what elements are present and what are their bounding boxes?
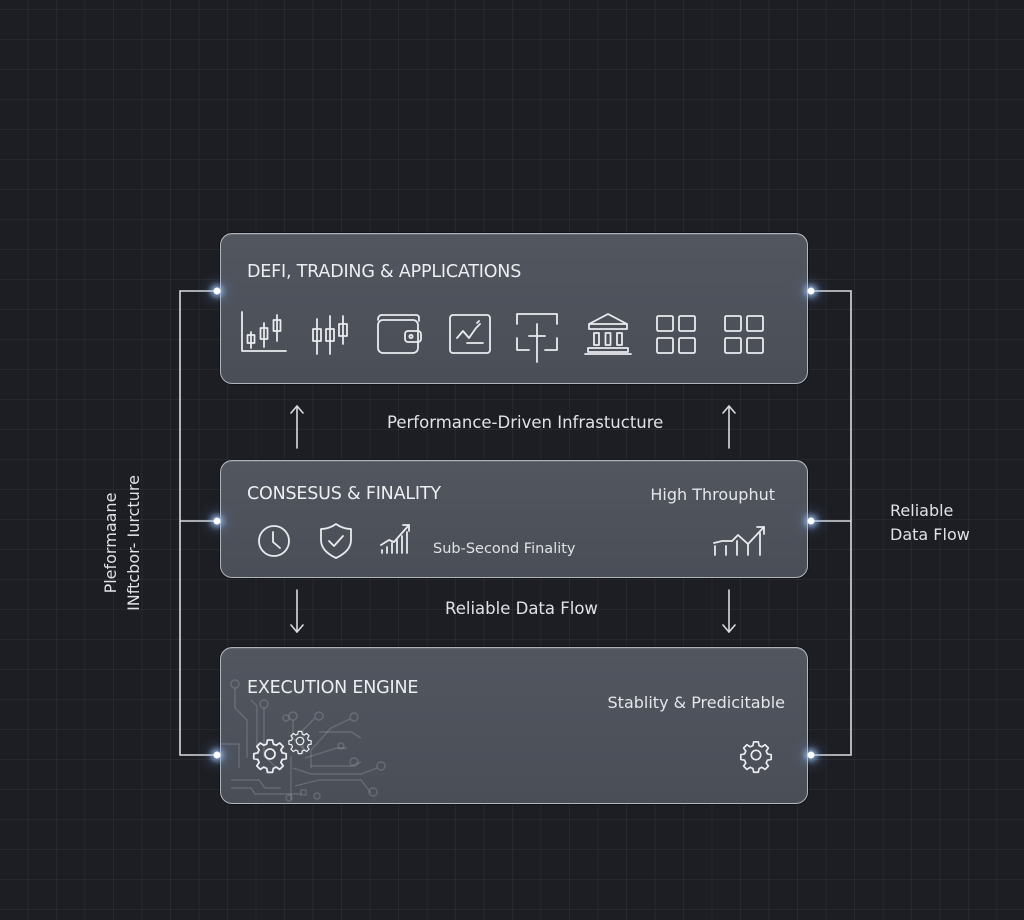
throughput-chart-icon (712, 523, 768, 557)
arrow-down-left (289, 588, 305, 638)
left-vertical-label-line2: INftcbor- Iurcture (124, 475, 143, 611)
left-bracket-line (179, 290, 217, 756)
right-side-label: Reliable Data Flow (890, 499, 970, 547)
layer-applications: DEFI, TRADING & APPLICATIONS (220, 233, 808, 384)
right-side-label-line1: Reliable (890, 501, 954, 520)
candlestick-icon (309, 314, 353, 356)
reliable-data-flow-label: Reliable Data Flow (445, 599, 598, 618)
connector-node (213, 517, 221, 525)
grid-apps-icon (723, 314, 767, 356)
left-vertical-label: Pleformaane INftcbor- Iurcture (99, 475, 145, 611)
wallet-icon (376, 313, 424, 355)
connector-node (807, 517, 815, 525)
connector-node (213, 287, 221, 295)
layer-execution: EXECUTION ENGINE Stablity & Predicitable (220, 647, 808, 804)
circuit-board-graphic (221, 648, 401, 803)
layer-consensus: CONSESUS & FINALITY High Throuphut Sub-S… (220, 460, 808, 578)
shield-check-icon (319, 522, 353, 560)
candlestick-chart-icon (240, 310, 288, 354)
gear-icon (252, 738, 288, 774)
performance-infrastructure-label: Performance-Driven Infrastucture (387, 413, 664, 432)
connector-node (807, 287, 815, 295)
stability-predictability-label: Stablity & Predicitable (607, 693, 785, 712)
grid-apps-icon (655, 314, 699, 356)
connector-node (213, 751, 221, 759)
layer-title-execution: EXECUTION ENGINE (247, 678, 419, 698)
layer-title-consensus: CONSESUS & FINALITY (247, 484, 441, 504)
arrow-down-right (721, 588, 737, 638)
clock-icon (257, 524, 291, 558)
left-vertical-label-line1: Pleformaane (101, 492, 120, 594)
high-throughput-label: High Throuphut (650, 485, 775, 504)
arrow-up-left (289, 404, 305, 454)
trend-chart-icon (448, 313, 492, 355)
right-bracket-line (811, 290, 852, 756)
sub-second-finality-label: Sub-Second Finality (433, 541, 576, 557)
right-side-label-line2: Data Flow (890, 525, 970, 544)
bank-icon (583, 312, 633, 356)
gear-icon (739, 740, 773, 774)
growth-bars-icon (379, 521, 413, 555)
connector-node (807, 751, 815, 759)
arrow-up-right (721, 404, 737, 454)
gear-small-icon (288, 730, 312, 755)
layer-title-applications: DEFI, TRADING & APPLICATIONS (247, 262, 522, 282)
frame-add-icon (515, 312, 559, 364)
